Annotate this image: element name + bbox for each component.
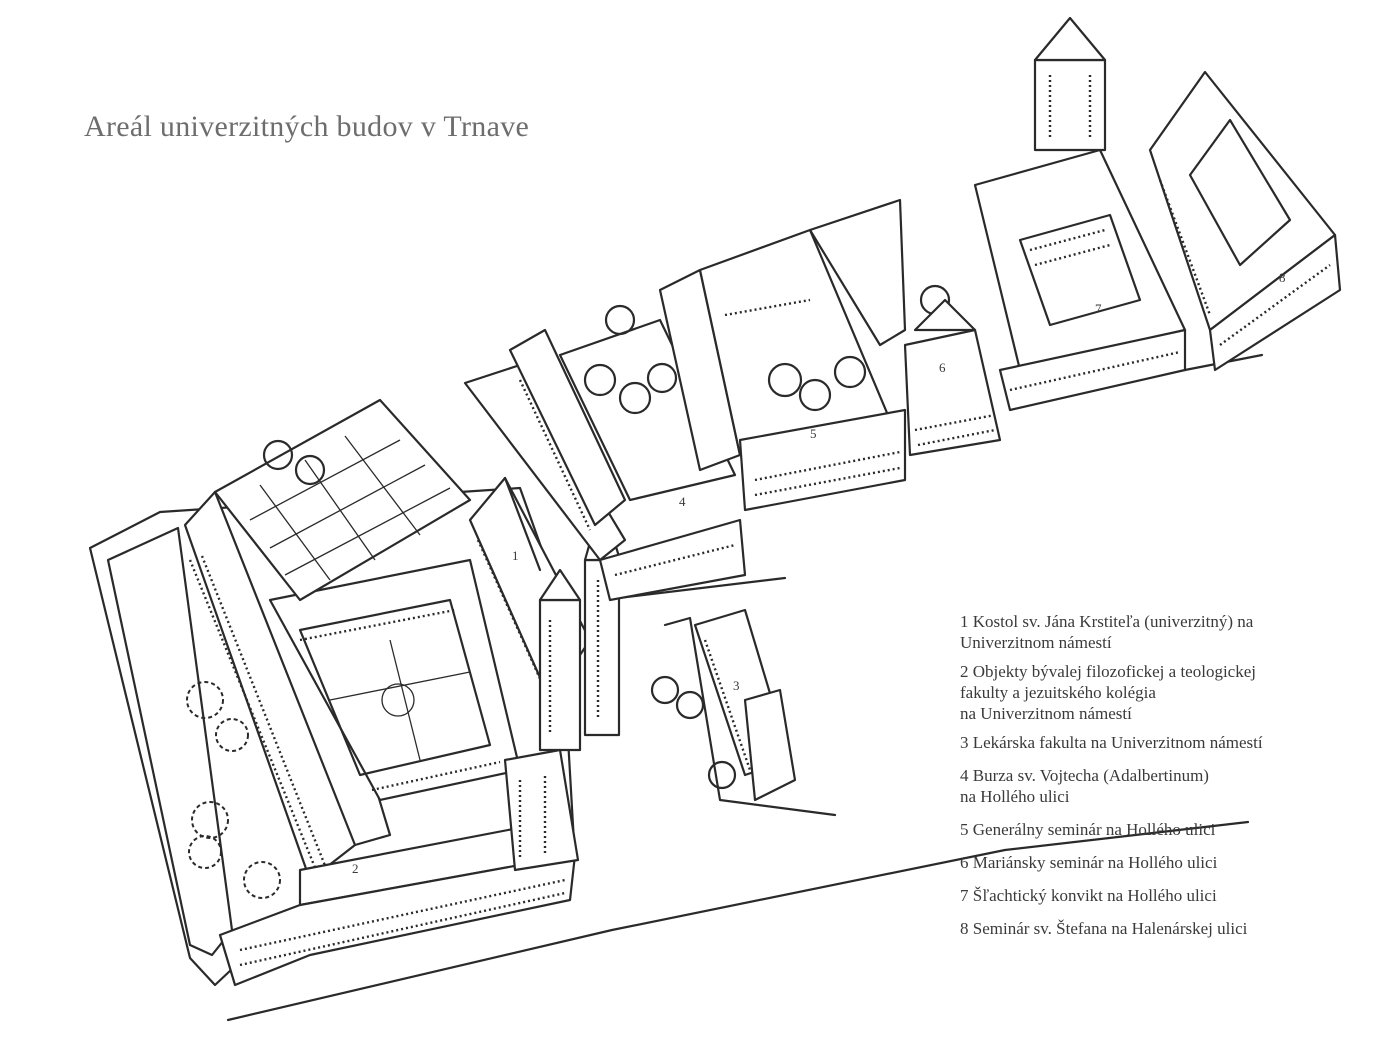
legend-item-7: 7 Šľachtický konvikt na Hollého ulici — [960, 885, 1370, 906]
building-label-2: 2 — [352, 861, 359, 876]
page-title: Areál univerzitných budov v Trnave — [84, 110, 530, 143]
building-label-7: 7 — [1095, 301, 1102, 316]
building-label-3: 3 — [733, 678, 740, 693]
legend-line: 8 Seminár sv. Štefana na Halenárskej uli… — [960, 919, 1248, 938]
legend-line: 2 Objekty bývalej filozofickej a teologi… — [960, 662, 1256, 681]
legend-line: 5 Generálny seminár na Hollého ulici — [960, 820, 1216, 839]
legend-item-4: 4 Burza sv. Vojtecha (Adalbertinum) na H… — [960, 765, 1370, 807]
legend-item-5: 5 Generálny seminár na Hollého ulici — [960, 819, 1370, 840]
legend-line: 3 Lekárska fakulta na Univerzitnom námes… — [960, 733, 1263, 752]
building-8 — [1148, 70, 1342, 372]
building-legend: 1 Kostol sv. Jána Krstiteľa (univerzitný… — [960, 611, 1370, 947]
legend-line: 6 Mariánsky seminár na Hollého ulici — [960, 853, 1218, 872]
legend-line: 4 Burza sv. Vojtecha (Adalbertinum) — [960, 766, 1209, 785]
building-4 — [463, 304, 747, 602]
legend-item-8: 8 Seminár sv. Štefana na Halenárskej uli… — [960, 918, 1370, 939]
building-1-church — [468, 476, 622, 872]
building-label-8: 8 — [1279, 270, 1286, 285]
legend-item-6: 6 Mariánsky seminár na Hollého ulici — [960, 852, 1370, 873]
building-label-4: 4 — [679, 494, 686, 509]
legend-item-2: 2 Objekty bývalej filozofickej a teologi… — [960, 661, 1370, 724]
legend-line: na Hollého ulici — [960, 787, 1070, 806]
upper-garden — [213, 398, 472, 602]
legend-line: na Univerzitnom námestí — [960, 704, 1132, 723]
legend-line: 1 Kostol sv. Jána Krstiteľa (univerzitný… — [960, 612, 1254, 631]
legend-line: fakulty a jezuitského kolégia — [960, 683, 1156, 702]
building-7 — [973, 16, 1187, 412]
street-line-main — [616, 576, 787, 600]
legend-item-1: 1 Kostol sv. Jána Krstiteľa (univerzitný… — [960, 611, 1370, 653]
building-6 — [903, 298, 1002, 457]
street-line-south — [226, 820, 1250, 1022]
building-label-6: 6 — [939, 360, 946, 375]
legend-line: 7 Šľachtický konvikt na Hollého ulici — [960, 886, 1217, 905]
legend-line: Univerzitnom námestí — [960, 633, 1112, 652]
building-3 — [650, 608, 837, 817]
legend-item-3: 3 Lekárska fakulta na Univerzitnom námes… — [960, 732, 1370, 753]
building-label-5: 5 — [810, 426, 817, 441]
building-label-1: 1 — [512, 548, 519, 563]
building-5 — [658, 198, 951, 512]
